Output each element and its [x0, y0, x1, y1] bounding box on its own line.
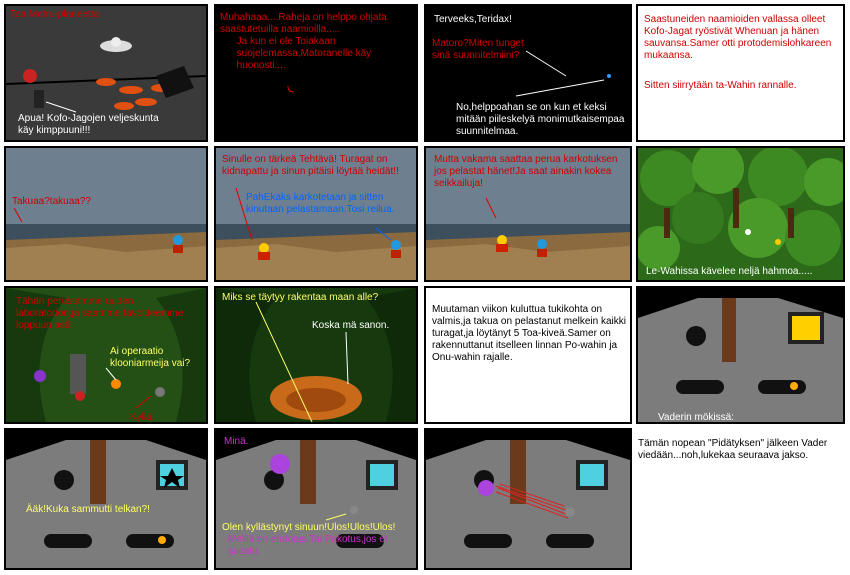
panel-8-caption: Le-Wahissa kävelee neljä hahmoa..... [646, 266, 813, 277]
panel-16-text: Tämän nopean "Pidätyksen" jälkeen Vader … [638, 438, 831, 461]
panel-14-intruders: Minä. Olen kyllästynyt sinuun!Ulos!Ulos!… [214, 428, 418, 570]
laser-beams-icon [495, 483, 569, 519]
panel-16-narration: Tämän nopean "Pidätyksen" jälkeen Vader … [636, 428, 845, 570]
panel-9-yellow: Ai operaatio klooniarmeija vai? [110, 346, 191, 369]
matoran-figure-icon [34, 90, 44, 108]
panel-6-red: Sinulle on tärkeä Tehtävä! Turagat on ki… [222, 154, 399, 177]
panel-3-line3: No,helppoahan se on kun et keksi mitään … [456, 102, 625, 137]
panel-14-purple1: Minä. [224, 436, 249, 447]
toa-blue-icon [173, 235, 183, 245]
turaga-yellow-icon [259, 243, 269, 253]
panel-7-text: Mutta vakama saattaa perua karkotuksen j… [434, 154, 621, 189]
panel-6-beach-mission: Sinulle on tärkeä Tehtävä! Turagat on ki… [214, 146, 418, 282]
speaker-icon [722, 298, 736, 362]
panel-1-caption: Apua! Kofo-Jagojen veljeskunta käy kimpp… [18, 113, 162, 136]
lab-machine-icon [70, 354, 86, 394]
toa-blue-icon [391, 240, 401, 250]
purple-intruder-icon [270, 454, 290, 474]
panel-8-forest: Le-Wahissa kävelee neljä hahmoa..... [636, 146, 845, 282]
glowing-eyes-icon [607, 74, 611, 78]
panel-9-red1: Tähän perustamme uuden laboratorion,ja s… [16, 296, 184, 331]
panel-3-line1: Terveeks,Teridax! [434, 14, 512, 25]
panel-7-beach-adventure: Mutta vakama saattaa perua karkotuksen j… [424, 146, 632, 282]
panel-11-narration: Muutaman viikon kuluttua tukikohta on va… [424, 286, 632, 424]
panel-5-text: Takuaa?takuaa?? [12, 196, 91, 207]
panel-9-lab-plan: Tähän perustamme uuden laboratorion,ja s… [4, 286, 208, 424]
panel-3-line2: Matoro?Miten tunget sinä suunnitelmiini? [432, 38, 524, 61]
drum-icon [686, 326, 706, 346]
panel-5-beach: Takuaa?takuaa?? [4, 146, 208, 282]
tv-off-star-icon [160, 468, 184, 488]
panel-13-text: Ääk!Kuka sammutti telkan?! [26, 504, 150, 515]
panel-9-red2: Kyllä. [130, 412, 155, 423]
panel-14-purple2: Meillä on ehdotus.Tai Pakotus,jos et suo… [228, 534, 388, 557]
panel-12-caption: Vaderin mökissä: [658, 412, 734, 423]
panel-1-scene [6, 37, 206, 113]
panel-4-para1: Saastuneiden naamioiden vallassa olleet … [644, 14, 835, 61]
panel-2-text: Muhahaaa....Raheja on helppo ohjata saas… [220, 12, 387, 71]
panel-15-capture [424, 428, 632, 570]
panel-3-dark-room: Terveeks,Teridax! Matoro?Miten tunget si… [424, 4, 632, 142]
panel-10-white: Koska mä sanon. [312, 320, 390, 331]
bat-creature-icon [100, 37, 132, 52]
purple-figure-icon [34, 370, 46, 382]
panel-14-yellow: Olen kyllästynyt sinuun!Ulos!Ulos!Ulos! [222, 522, 396, 533]
panel-4-narration: Saastuneiden naamioiden vallassa olleet … [636, 4, 845, 142]
dark-rock-icon [156, 66, 194, 98]
panel-11-text: Muutaman viikon kuluttua tukikohta on va… [432, 304, 629, 363]
panel-10-yellow: Miks se täytyy rakentaa maan alle? [222, 292, 379, 303]
panel-10-underground: Miks se täytyy rakentaa maan alle? Koska… [214, 286, 418, 424]
panel-6-blue: PahEkaks karkotetaan ja sitten kinutaan … [246, 192, 395, 215]
panel-4-para2: Sitten siirrytään ta-Wahin rannalle. [644, 80, 797, 91]
panel-12-vader-hut: Vaderin mökissä: [636, 286, 845, 424]
panel-1-attack: Toa Metru-planeetta Apua! Kofo-Jagojen v… [4, 4, 208, 142]
forest-scene [638, 148, 843, 280]
red-mask-icon [23, 69, 37, 83]
panel-13-tv-off: Ääk!Kuka sammutti telkan?! [4, 428, 208, 570]
panel-2-villain: Muhahaaa....Raheja on helppo ohjata saas… [214, 4, 418, 142]
panel-1-title: Toa Metru-planeetta [10, 9, 99, 20]
hut-room-scene [638, 298, 843, 422]
